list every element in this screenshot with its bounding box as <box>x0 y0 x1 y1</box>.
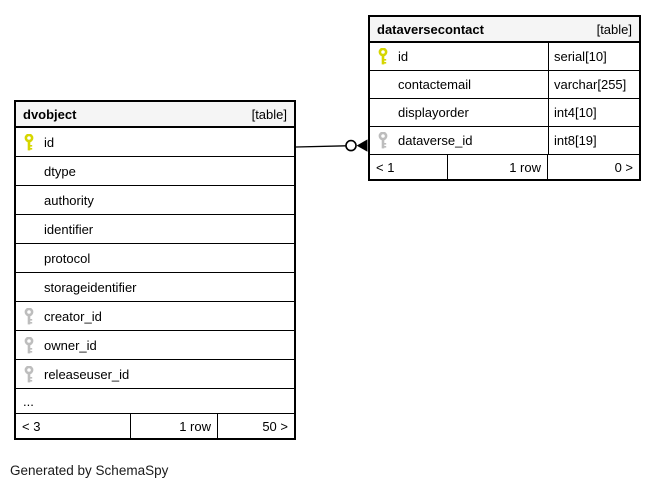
child-relations-count: 0 > <box>547 155 639 179</box>
parent-relations-count: < 3 <box>22 418 41 434</box>
table-footer: < 1 1 row 0 > <box>370 154 639 179</box>
table-footer: < 3 1 row 50 > <box>16 413 294 438</box>
column-row-contactemail: contactemail varchar[255] <box>370 70 639 98</box>
table-header-dataversecontact[interactable]: dataversecontact [table] <box>370 17 639 43</box>
column-row-dtype: dtype <box>16 156 294 185</box>
column-row-identifier: identifier <box>16 214 294 243</box>
column-name: id <box>398 49 409 64</box>
column-name: authority <box>44 192 94 208</box>
parent-relations-count: < 1 <box>376 159 395 175</box>
column-row-releaseuser_id: releaseuser_id <box>16 359 294 388</box>
column-row-creator_id: creator_id <box>16 301 294 330</box>
column-row-protocol: protocol <box>16 243 294 272</box>
column-row-dataverse_id: dataverse_id int8[19] <box>370 126 639 154</box>
foreign-key-icon <box>24 365 34 383</box>
column-name: contactemail <box>398 77 471 92</box>
column-name: dtype <box>44 163 76 179</box>
column-row-displayorder: displayorder int4[10] <box>370 98 639 126</box>
column-name: protocol <box>44 250 91 266</box>
column-row-ellipsis: ... <box>16 388 294 413</box>
generated-by-label: Generated by SchemaSpy <box>10 463 169 478</box>
column-type: int4[10] <box>548 99 639 126</box>
cardinality-arrowhead <box>356 139 368 152</box>
table-title[interactable]: dataversecontact <box>377 21 484 37</box>
column-row-id: id serial[10] <box>370 43 639 70</box>
column-name: dataverse_id <box>398 133 473 148</box>
column-name: creator_id <box>44 308 102 324</box>
primary-key-icon <box>24 133 34 151</box>
cardinality-circle <box>345 139 357 152</box>
relationship-edge <box>296 139 368 152</box>
column-row-owner_id: owner_id <box>16 330 294 359</box>
row-count: 1 row <box>447 155 547 179</box>
column-name: storageidentifier <box>44 279 137 295</box>
column-row-authority: authority <box>16 185 294 214</box>
primary-key-icon <box>378 48 388 65</box>
table-type-badge: [table] <box>251 106 287 122</box>
table-dataversecontact: dataversecontact [table] id serial[10] c… <box>368 15 641 181</box>
table-dvobject: dvobject [table] id dtype authority <box>14 100 296 440</box>
column-name: owner_id <box>44 337 97 353</box>
column-name: releaseuser_id <box>44 366 130 382</box>
child-relations-count: 50 > <box>217 414 294 438</box>
foreign-key-icon <box>378 132 388 149</box>
column-row-id: id <box>16 128 294 156</box>
column-type: varchar[255] <box>548 71 639 98</box>
table-header-dvobject[interactable]: dvobject [table] <box>16 102 294 128</box>
table-type-badge: [table] <box>596 21 632 37</box>
column-name: id <box>44 134 55 150</box>
more-columns-ellipsis: ... <box>23 393 34 409</box>
table-title[interactable]: dvobject <box>23 106 77 122</box>
column-row-storageidentifier: storageidentifier <box>16 272 294 301</box>
foreign-key-icon <box>24 336 34 354</box>
column-name: identifier <box>44 221 94 237</box>
column-type: int8[19] <box>548 127 639 154</box>
column-name: displayorder <box>398 105 469 120</box>
column-type: serial[10] <box>548 43 639 70</box>
foreign-key-icon <box>24 307 34 325</box>
row-count: 1 row <box>130 414 217 438</box>
